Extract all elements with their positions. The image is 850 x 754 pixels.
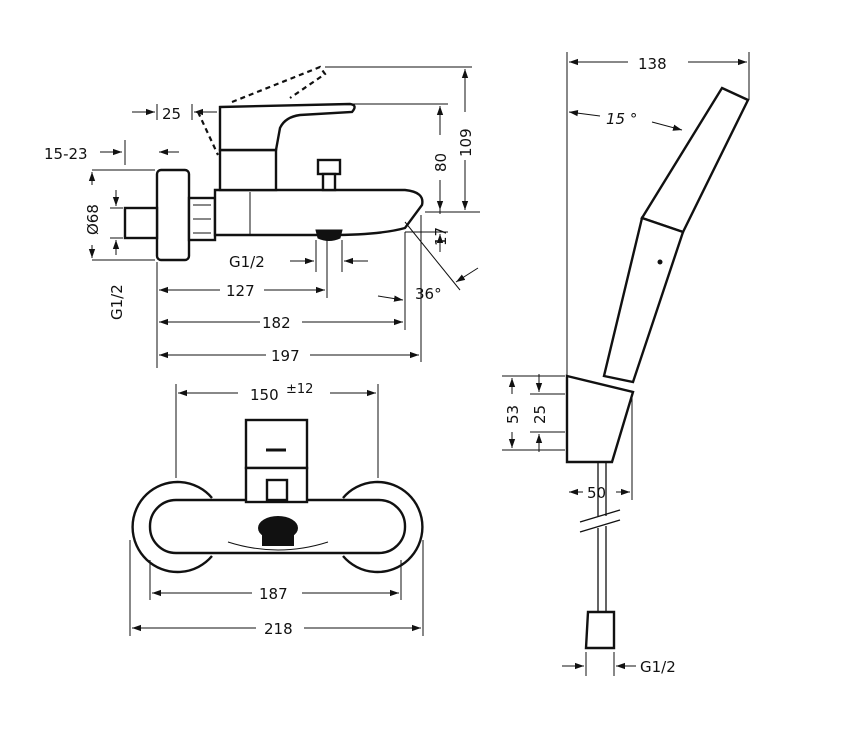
cartridge-housing [218, 148, 278, 192]
front-cartridge [244, 418, 309, 470]
dim-25: 25 [162, 105, 181, 123]
lever-handle [218, 102, 356, 152]
dim-25-holder: 25 [531, 405, 549, 424]
dim-150: 150 [250, 386, 279, 404]
dim-109: 109 [457, 128, 475, 157]
front-view: 150 ±12 187 218 [129, 382, 424, 638]
dim-g12-outlet: G1/2 [229, 253, 265, 271]
lever-open-position [197, 65, 327, 156]
aerator [315, 229, 343, 241]
dim-50: 50 [587, 484, 606, 502]
dim-150-tolerance: ±12 [286, 382, 313, 397]
dim-g12-hose: G1/2 [640, 658, 676, 676]
dim-197: 197 [271, 347, 300, 365]
shower-head [640, 86, 750, 234]
wall-flange [155, 168, 191, 262]
dim-17: 17 [432, 227, 450, 246]
dim-15-23: 15-23 [44, 145, 88, 163]
connector-nut [123, 206, 159, 240]
dim-138: 138 [638, 55, 667, 73]
shower-view: 138 15 ° 53 25 50 G1/2 [502, 52, 750, 676]
diverter-knob [316, 158, 342, 176]
mixer-body [213, 188, 424, 237]
dim-15-deg: 15 ° [606, 110, 637, 128]
dim-218: 218 [264, 620, 293, 638]
shower-holder [565, 374, 635, 464]
shower-handle [602, 216, 685, 384]
dim-80: 80 [432, 153, 450, 172]
dim-d68: Ø68 [84, 204, 102, 235]
dim-182: 182 [262, 314, 291, 332]
side-view: 25 15-23 Ø68 G1/2 G1/2 127 182 [44, 65, 480, 368]
hose-nut [584, 610, 616, 650]
dim-36-deg: 36° [415, 285, 442, 303]
dim-53: 53 [504, 405, 522, 424]
dim-g12-left: G1/2 [108, 284, 126, 320]
dim-127: 127 [226, 282, 255, 300]
dim-187: 187 [259, 585, 288, 603]
